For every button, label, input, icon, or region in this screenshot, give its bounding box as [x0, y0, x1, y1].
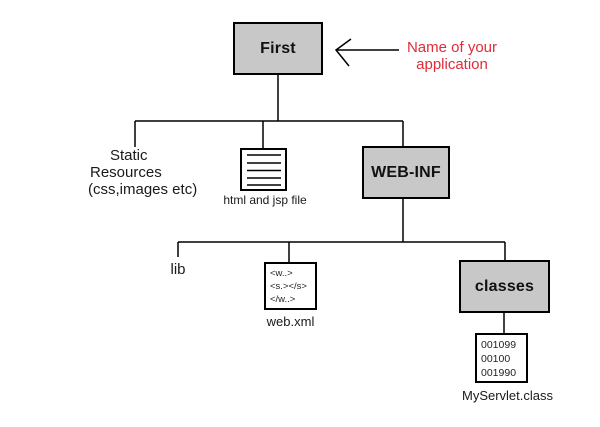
- web-xml-code-line-1: <w..>: [270, 268, 293, 279]
- lib-label: lib: [170, 261, 186, 278]
- annotation-text: Name of your application: [402, 39, 502, 73]
- web-xml-code-line-3: </w..>: [270, 294, 296, 305]
- web-xml-caption: web.xml: [266, 314, 315, 329]
- web-xml-code-line-2: <s.></s>: [270, 281, 307, 292]
- my-servlet-code-line-3: 001990: [481, 367, 517, 379]
- static-resources-line-2: Resources: [90, 164, 162, 181]
- my-servlet-code-line-1: 001099: [481, 339, 517, 351]
- node-classes: classes: [459, 260, 550, 313]
- annotation-line-1: Name of your: [406, 39, 498, 56]
- node-web-inf: WEB-INF: [362, 146, 450, 199]
- my-servlet-code-line-2: 00100: [481, 353, 511, 365]
- node-first: First: [233, 22, 323, 75]
- web-xml-file-icon: <w..> <s.></s> </w..>: [264, 262, 317, 310]
- static-resources-label: Static Resources (css,images etc): [88, 147, 197, 198]
- my-servlet-file-icon: 001099 00100 001990: [475, 333, 528, 383]
- annotation-line-2: application: [416, 56, 488, 73]
- static-resources-line-1: Static: [110, 147, 148, 164]
- static-resources-line-3: (css,images etc): [88, 181, 198, 198]
- arrow-left-icon: [334, 38, 399, 67]
- html-jsp-caption: html and jsp file: [223, 193, 307, 207]
- my-servlet-caption: MyServlet.class: [461, 388, 554, 403]
- document-icon: [240, 148, 287, 191]
